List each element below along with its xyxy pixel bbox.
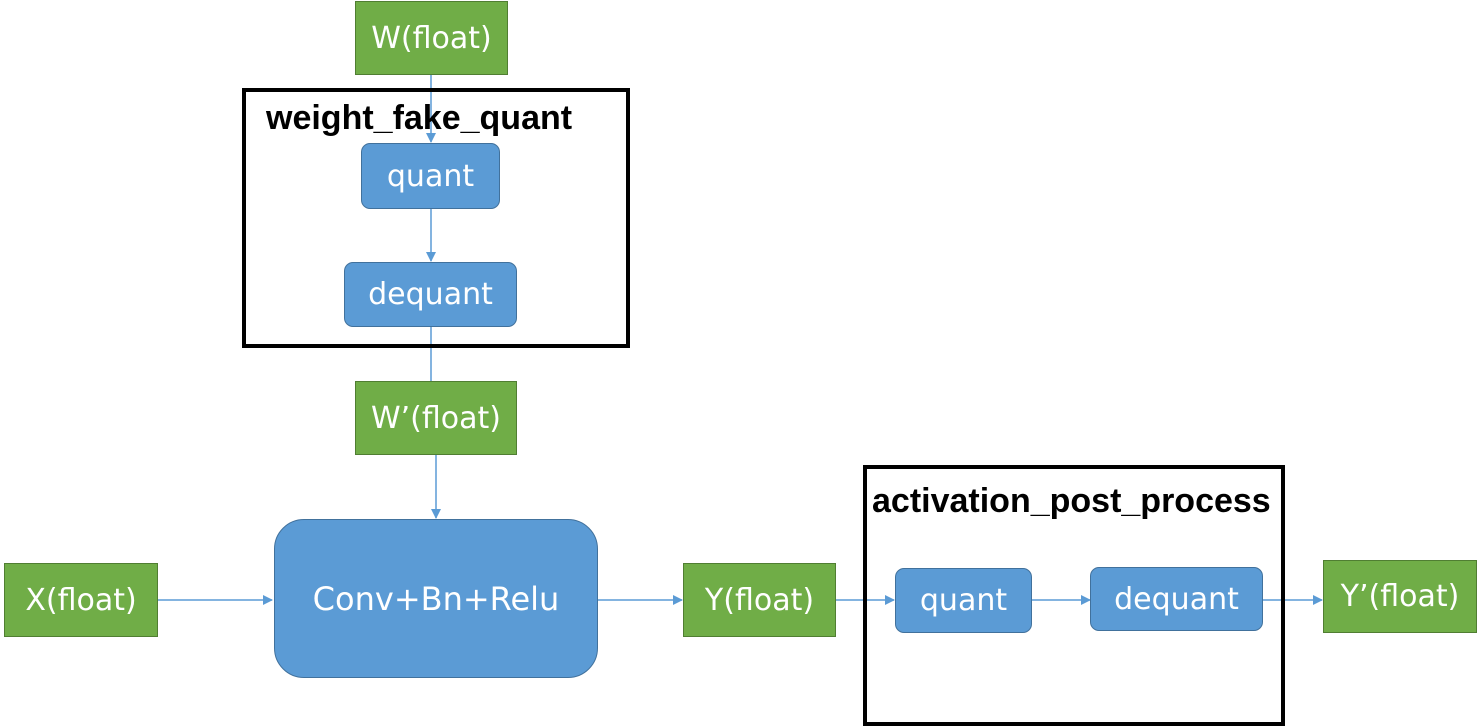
activation-post-process-group — [863, 465, 1285, 726]
w-float-node: W(float) — [355, 1, 508, 75]
x-float-node: X(float) — [4, 563, 158, 637]
y-prime-float-node: Y’(float) — [1323, 560, 1477, 633]
weight-fake-quant-group — [242, 88, 630, 348]
weight-dequant-node: dequant — [344, 262, 517, 327]
weight-quant-node: quant — [361, 143, 500, 209]
y-float-node: Y(float) — [683, 563, 836, 637]
weight-fake-quant-title: weight_fake_quant — [266, 99, 573, 137]
conv-bn-relu-node: Conv+Bn+Relu — [274, 519, 598, 678]
activation-dequant-node: dequant — [1090, 567, 1263, 631]
w-prime-float-node: W’(float) — [355, 381, 517, 455]
activation-quant-node: quant — [895, 568, 1032, 633]
activation-post-process-title: activation_post_process — [872, 482, 1271, 520]
